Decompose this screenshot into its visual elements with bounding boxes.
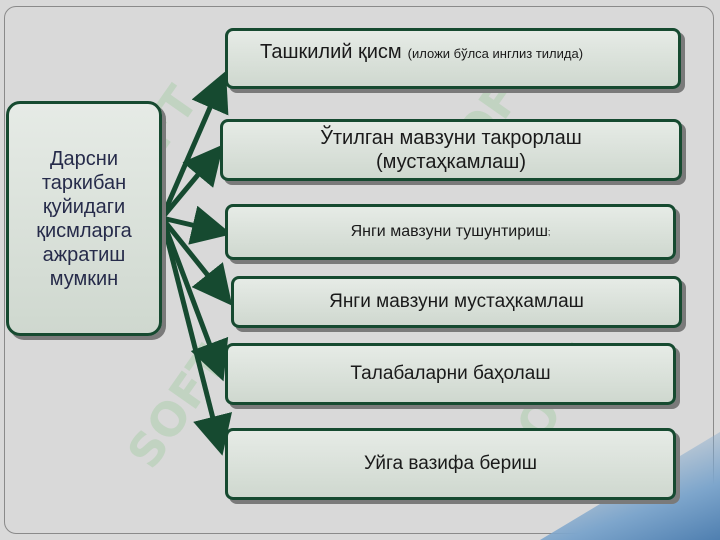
item-3-mark: ; — [547, 226, 551, 237]
arrow-to-item-2 — [160, 144, 224, 220]
item-box-2: Ўтилган мавзуни такрорлаш (мустаҳкамлаш) — [220, 119, 682, 181]
item-2-text: Ўтилган мавзуни такрорлаш (мустаҳкамлаш) — [320, 127, 582, 173]
item-box-3: Янги мавзуни тушунтириш; — [225, 204, 676, 260]
item-box-5: Талабаларни баҳолаш — [225, 343, 676, 405]
arrow-to-item-1 — [159, 70, 229, 219]
item-6-text: Уйга вазифа бериш — [363, 452, 538, 474]
item-3-text: Янги мавзуни тушунтириш — [350, 223, 548, 241]
item-4-text: Янги мавзуни мустаҳкамлаш — [329, 290, 584, 312]
item-1-note: (иложи бўлса инглиз тилида) — [407, 46, 584, 61]
arrow-to-item-4 — [160, 216, 233, 306]
arrow-to-item-6 — [159, 217, 232, 456]
main-topic-box: Дарсни таркибан қуйидаги қисмларга ажрат… — [6, 101, 162, 336]
item-5-text: Талабаларни баҳолаш — [350, 362, 551, 384]
arrow-to-item-3 — [161, 205, 232, 245]
arrow-to-item-5 — [159, 217, 229, 382]
slide-frame — [4, 6, 714, 534]
item-box-1: Ташкилий қисм (иложи бўлса инглиз тилида… — [225, 28, 681, 89]
item-box-4: Янги мавзуни мустаҳкамлаш — [231, 276, 682, 328]
item-box-6: Уйга вазифа бериш — [225, 428, 676, 500]
item-1-text: Ташкилий қисм — [260, 41, 402, 63]
main-topic-text: Дарсни таркибан қуйидаги қисмларга ажрат… — [36, 147, 132, 290]
